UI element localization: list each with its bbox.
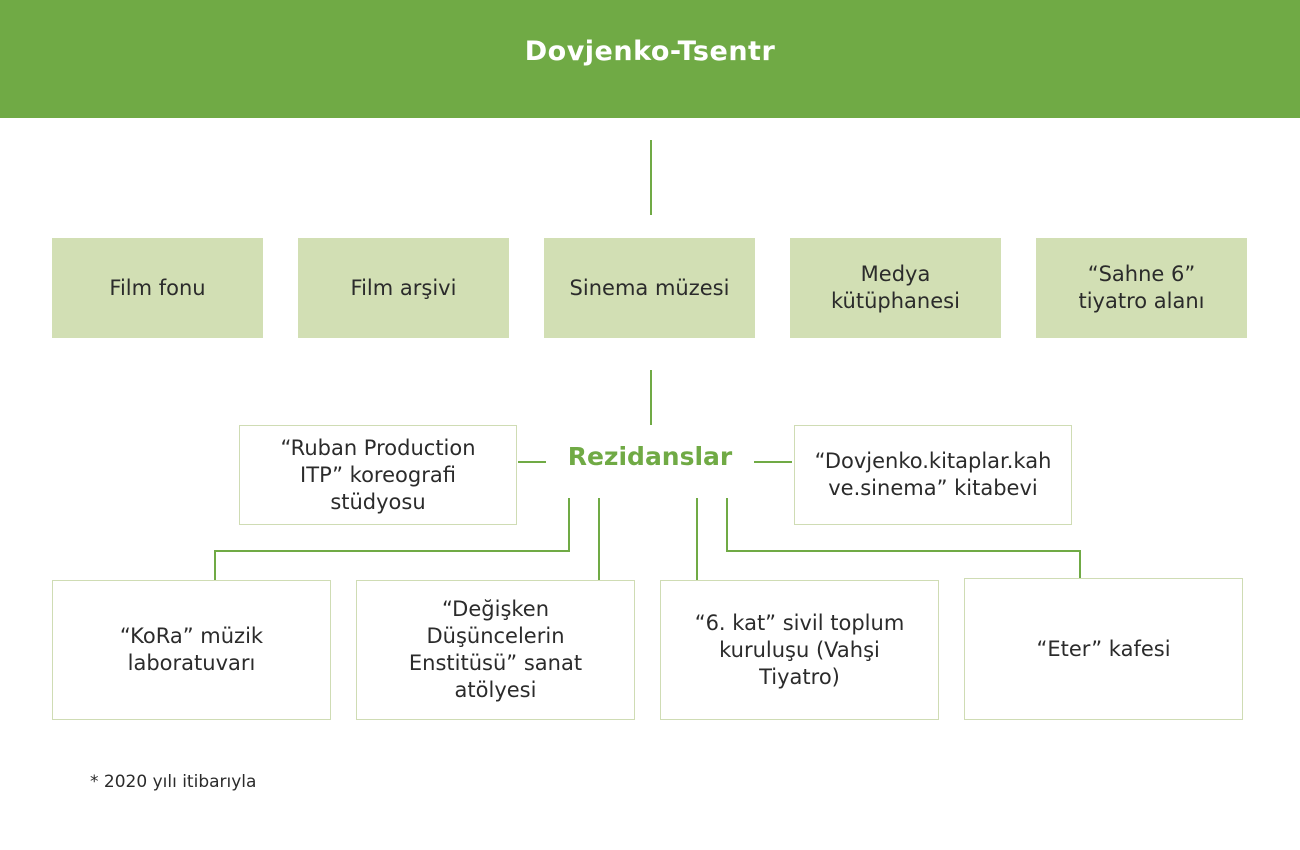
department-sahne-6: “Sahne 6” tiyatro alanı xyxy=(1036,238,1247,338)
residence-label: “Dovjenko.kitaplar.kah ve.sinema” kitabe… xyxy=(814,449,1052,500)
page-title: Dovjenko-Tsentr xyxy=(524,36,776,67)
department-label: “Sahne 6” tiyatro alanı xyxy=(1078,262,1205,313)
footnote: * 2020 yılı itibarıyla xyxy=(90,772,257,792)
connector-to-kora xyxy=(214,498,570,580)
residence-label: “6. kat” sivil toplum kuruluşu (Vahşi Ti… xyxy=(694,610,905,689)
residence-eter-kafesi: “Eter” kafesi xyxy=(964,578,1243,720)
department-sinema-muzesi: Sinema müzesi xyxy=(544,238,755,338)
residence-label: “Değişken Düşüncelerin Enstitüsü” sanat … xyxy=(408,597,583,702)
department-label: Medya kütüphanesi xyxy=(831,262,960,313)
residence-label: “KoRa” müzik laboratuvarı xyxy=(119,624,264,675)
residence-ruban-production: “Ruban Production ITP” koreografi stüdyo… xyxy=(239,425,517,525)
department-label: Film arşivi xyxy=(350,275,457,300)
residence-6-kat: “6. kat” sivil toplum kuruluşu (Vahşi Ti… xyxy=(660,580,939,720)
department-film-fonu: Film fonu xyxy=(52,238,263,338)
residences-heading: Rezidanslar xyxy=(567,442,733,471)
department-label: Film fonu xyxy=(109,275,206,300)
department-film-arsivi: Film arşivi xyxy=(298,238,509,338)
residence-kitabevi: “Dovjenko.kitaplar.kah ve.sinema” kitabe… xyxy=(794,425,1072,525)
department-label: Sinema müzesi xyxy=(569,275,730,300)
department-medya-kutuphanesi: Medya kütüphanesi xyxy=(790,238,1001,338)
header-bar: Dovjenko-Tsentr xyxy=(0,0,1300,118)
residence-kora: “KoRa” müzik laboratuvarı xyxy=(52,580,331,720)
residence-degisken-dusunceler: “Değişken Düşüncelerin Enstitüsü” sanat … xyxy=(356,580,635,720)
connector-to-eter xyxy=(726,498,1081,578)
residence-label: “Eter” kafesi xyxy=(1036,636,1171,661)
residence-label: “Ruban Production ITP” koreografi stüdyo… xyxy=(280,435,476,514)
